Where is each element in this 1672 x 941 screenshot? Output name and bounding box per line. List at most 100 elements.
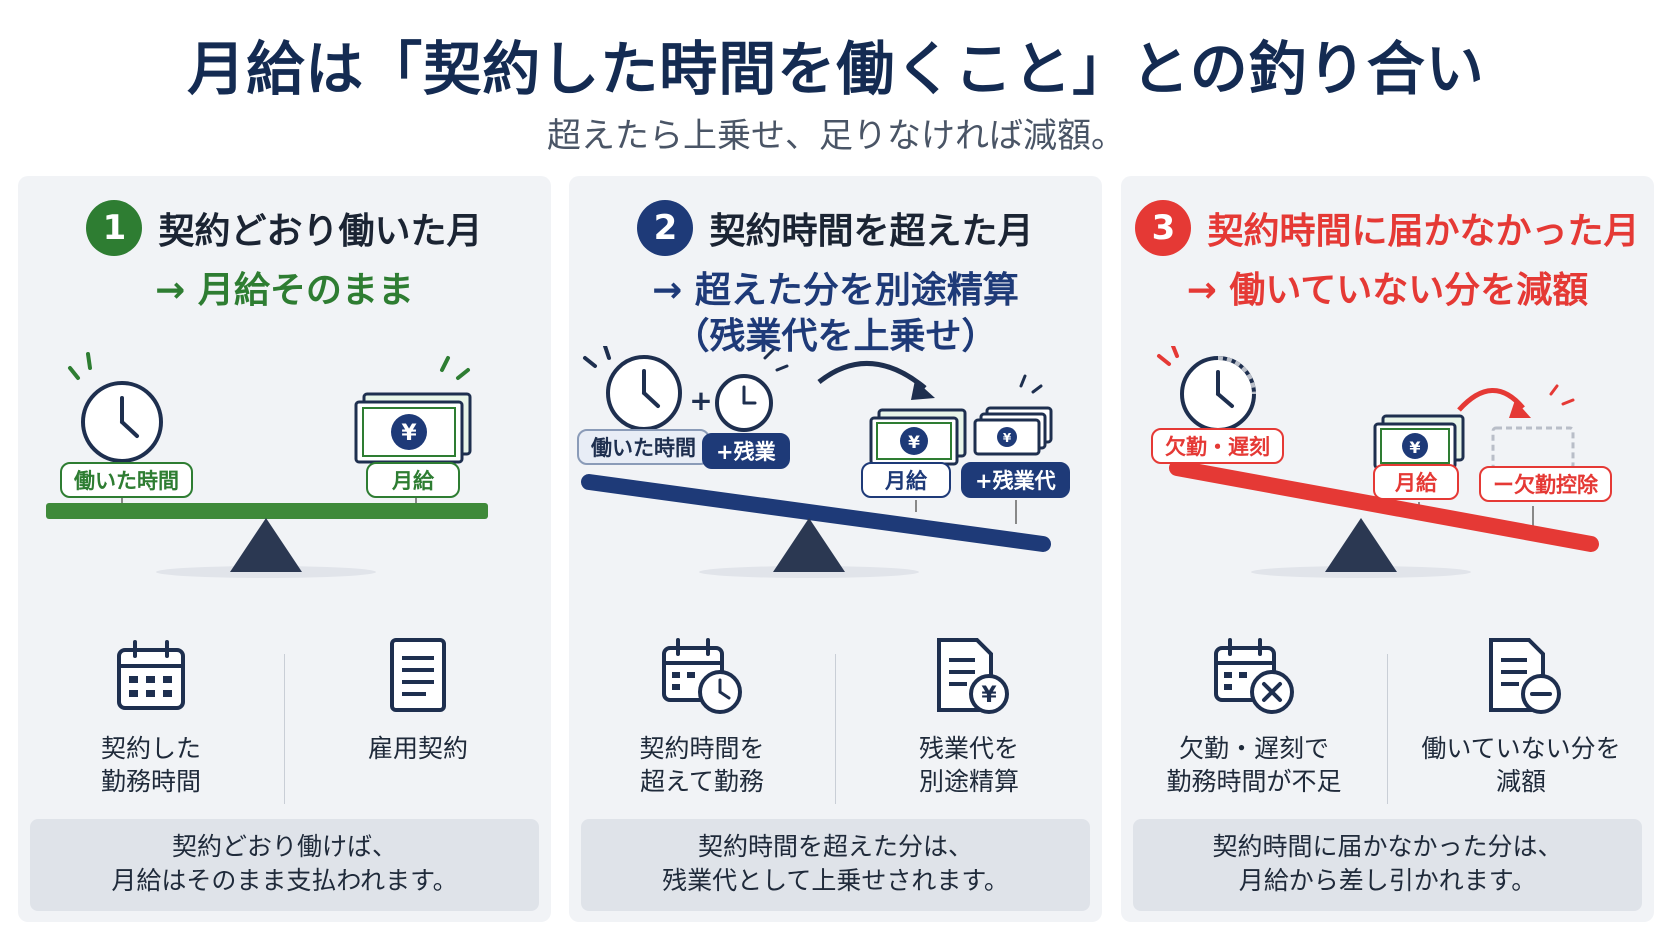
deduction-label: ー欠勤控除 — [1479, 466, 1612, 502]
label-line: 勤務時間 — [100, 767, 201, 796]
arrow-icon — [1509, 400, 1531, 418]
salary-label: 月給 — [366, 462, 460, 498]
footer-line: 月給から差し引かれます。 — [1238, 866, 1537, 895]
explanation-item: 契約時間を 超えて勤務 — [569, 636, 835, 798]
explanation-label: 働いていない分を 減額 — [1388, 732, 1654, 798]
svg-text:¥: ¥ — [981, 683, 997, 708]
panel-footer: 契約どおり働けば、 月給はそのまま支払われます。 — [30, 819, 539, 911]
result-line: → 働いていない分を減額 — [1186, 270, 1589, 311]
explanation-label: 残業代を 別途精算 — [836, 732, 1102, 798]
footer-line: 月給はそのまま支払われます。 — [111, 866, 458, 895]
footer-line: 契約時間に届かなかった分は、 — [1212, 832, 1563, 861]
explanation-row: 契約時間を 超えて勤務 ¥ 残業代を 別途精算 — [569, 636, 1102, 826]
document-minus-icon — [1489, 638, 1561, 714]
svg-text:¥: ¥ — [1409, 438, 1420, 457]
clock-icon — [583, 346, 682, 431]
explanation-item: ¥ 残業代を 別途精算 — [836, 636, 1102, 798]
divider — [1387, 654, 1388, 804]
calendar-icon — [117, 640, 185, 710]
hours-worked-label: 働いた時間 — [60, 462, 193, 498]
scale-beam — [46, 503, 488, 519]
label-line: 雇用契約 — [367, 734, 468, 763]
overtime-bills-icon: ¥ — [973, 374, 1053, 456]
explanation-label: 契約した 勤務時間 — [18, 732, 284, 798]
panel-result: → 働いていない分を減額 — [1121, 268, 1654, 314]
scale-pivot — [230, 518, 302, 572]
svg-text:¥: ¥ — [1003, 431, 1012, 445]
calendar-x-icon — [1214, 638, 1294, 714]
result-line: → 月給そのまま — [155, 270, 414, 311]
clock-icon — [68, 352, 163, 463]
label-line: 欠勤・遅刻で — [1178, 734, 1329, 763]
panel-heading: 2 契約時間を超えた月 — [569, 200, 1102, 256]
footer-line: 契約どおり働けば、 — [171, 832, 397, 861]
panel-over-contract: 2 契約時間を超えた月 → 超えた分を別途精算 （残業代を上乗せ） + — [569, 176, 1102, 922]
step-number-badge: 1 — [86, 200, 143, 256]
panel-footer: 契約時間を超えた分は、 残業代として上乗せされます。 — [581, 819, 1090, 911]
yen-bills-icon: ¥ — [1373, 414, 1465, 470]
divider — [835, 654, 836, 804]
panel-result: → 超えた分を別途精算 （残業代を上乗せ） — [569, 268, 1102, 360]
result-line: （残業代を上乗せ） — [673, 316, 998, 357]
label-line: 契約した — [100, 734, 201, 763]
plus-icon: + — [689, 384, 712, 417]
label-line: 別途精算 — [918, 767, 1019, 796]
explanation-item: 働いていない分を 減額 — [1388, 636, 1654, 798]
label-line: 契約時間を — [639, 734, 765, 763]
explanation-label: 契約時間を 超えて勤務 — [569, 732, 835, 798]
arrow-icon — [911, 380, 935, 400]
explanation-item: 欠勤・遅刻で 勤務時間が不足 — [1121, 636, 1387, 798]
label-line: 超えて勤務 — [640, 767, 764, 796]
explanation-row: 契約した 勤務時間 雇用契約 — [18, 636, 551, 826]
scale-pivot — [1325, 518, 1397, 572]
explanation-item: 雇用契約 — [285, 636, 551, 765]
svg-text:¥: ¥ — [401, 421, 417, 446]
panel-heading: 3 契約時間に届かなかった月 — [1121, 200, 1654, 256]
footer-line: 契約時間を超えた分は、 — [697, 832, 973, 861]
salary-label: 月給 — [1373, 464, 1459, 500]
explanation-row: 欠勤・遅刻で 勤務時間が不足 働いていない分を 減額 — [1121, 636, 1654, 826]
svg-text:¥: ¥ — [908, 433, 920, 453]
panel-heading-text: 契約どおり働いた月 — [158, 211, 483, 252]
result-line: → 超えた分を別途精算 — [652, 270, 1019, 311]
yen-bills-icon: ¥ — [869, 408, 967, 466]
scale-pivot — [773, 518, 845, 572]
overtime-label: +残業 — [702, 433, 790, 469]
panel-heading-text: 契約時間に届かなかった月 — [1207, 211, 1640, 252]
panel-heading-text: 契約時間を超えた月 — [709, 211, 1034, 252]
label-line: 残業代を — [918, 734, 1019, 763]
page-title: 月給は「契約した時間を働くこと」との釣り合い — [187, 35, 1485, 103]
explanation-label: 雇用契約 — [285, 732, 551, 765]
explanation-item: 契約した 勤務時間 — [18, 636, 284, 798]
divider — [284, 654, 285, 804]
scale-beam — [1169, 460, 1599, 552]
yen-bills-icon: ¥ — [354, 356, 472, 464]
panel-on-contract: 1 契約どおり働いた月 → 月給そのまま ¥ — [18, 176, 551, 922]
page-subtitle: 超えたら上乗せ、足りなければ減額。 — [547, 116, 1125, 156]
step-number-badge: 3 — [1135, 200, 1192, 256]
scale-drawing: + ¥ — [581, 346, 1053, 578]
label-line: 減額 — [1495, 767, 1546, 796]
panel-result: → 月給そのまま — [18, 268, 551, 314]
scale-drawing: ¥ — [46, 352, 488, 578]
step-number-badge: 2 — [637, 200, 694, 256]
panel-heading: 1 契約どおり働いた月 — [18, 200, 551, 256]
missing-bills-icon — [1491, 426, 1575, 470]
document-yen-icon: ¥ — [937, 638, 1009, 714]
panel-footer: 契約時間に届かなかった分は、 月給から差し引かれます。 — [1133, 819, 1642, 911]
salary-label: 月給 — [861, 462, 951, 498]
absence-label: 欠勤・遅刻 — [1151, 428, 1284, 464]
footer-line: 残業代として上乗せされます。 — [662, 866, 1009, 895]
calendar-clock-icon — [662, 638, 742, 714]
overtime-pay-label: +残業代 — [961, 462, 1070, 498]
explanation-label: 欠勤・遅刻で 勤務時間が不足 — [1121, 732, 1387, 798]
clock-icon — [1157, 346, 1256, 432]
small-clock-icon — [715, 348, 789, 432]
panel-under-contract: 3 契約時間に届かなかった月 → 働いていない分を減額 ¥ — [1121, 176, 1654, 922]
label-line: 勤務時間が不足 — [1166, 767, 1342, 796]
hours-worked-label: 働いた時間 — [577, 429, 710, 465]
scale-beam — [581, 474, 1051, 552]
label-line: 働いていない分を — [1421, 734, 1621, 763]
document-icon — [390, 638, 446, 712]
scale-drawing: ¥ — [1157, 346, 1599, 578]
